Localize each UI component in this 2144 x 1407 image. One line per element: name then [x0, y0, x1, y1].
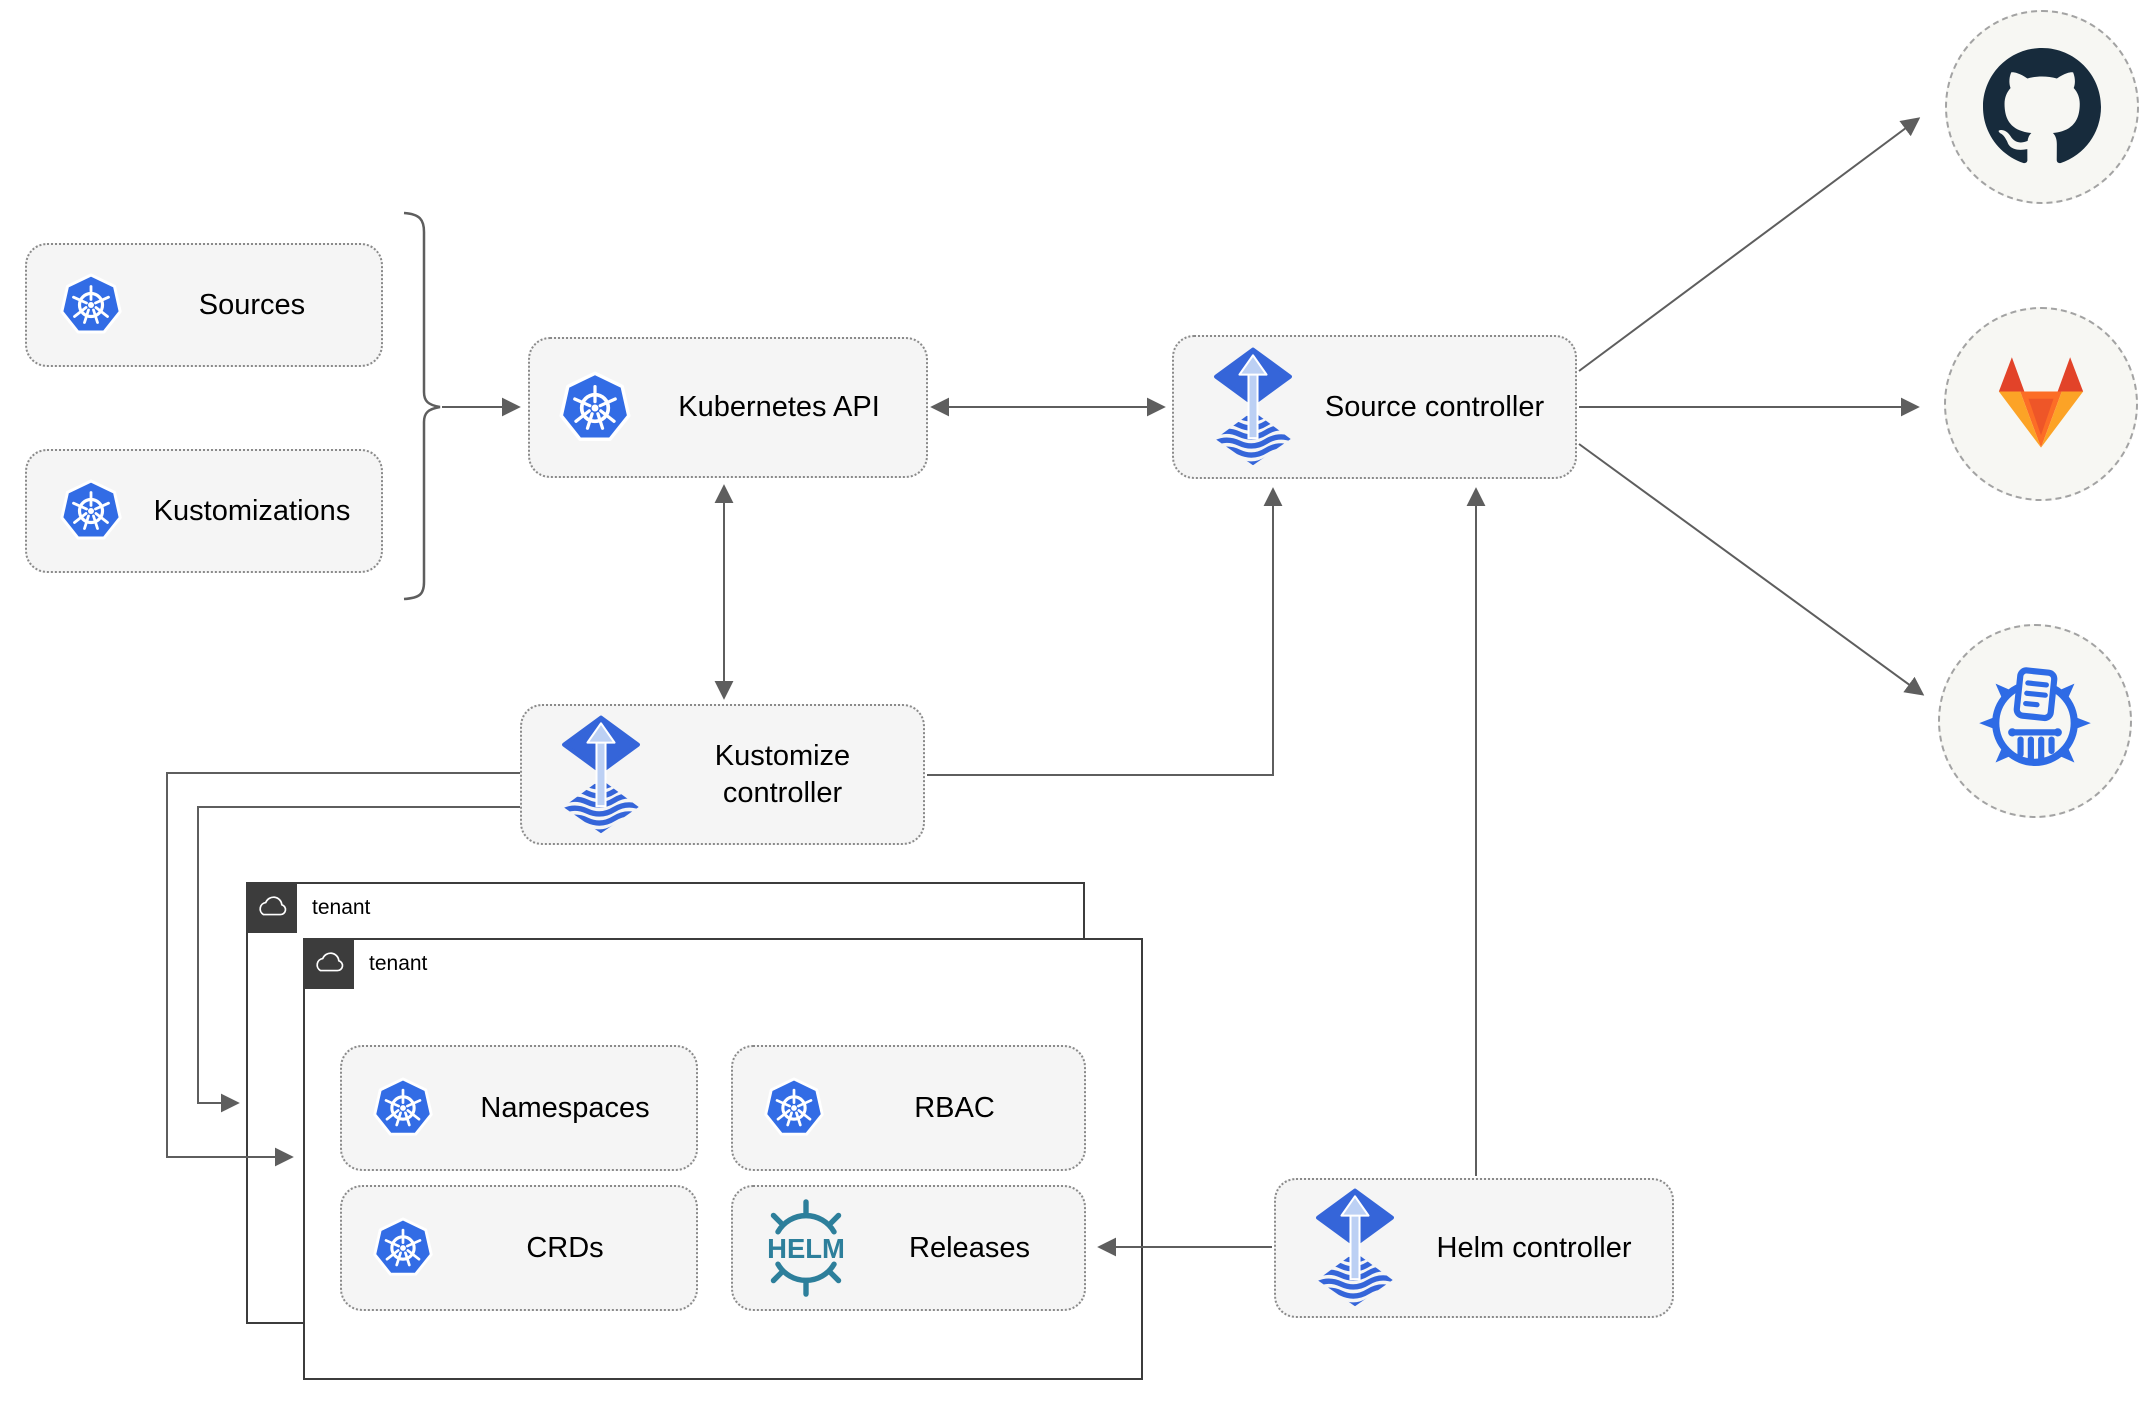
node-label: Releases [909, 1231, 1030, 1264]
flux-icon [560, 715, 642, 835]
flux-icon [1314, 1188, 1396, 1308]
edge-sourcectrl-github [1578, 117, 1921, 372]
node-label: RBAC [914, 1091, 995, 1124]
node-kustomize-controller: Kustomize controller [520, 704, 925, 845]
node-label: Kustomize controller [714, 740, 851, 809]
gitlab-icon [1989, 356, 2093, 452]
node-label: Sources [198, 288, 306, 321]
node-label: CRDs [526, 1231, 604, 1264]
node-sources: Sources [25, 243, 383, 367]
node-kubernetes-api: Kubernetes API [528, 337, 928, 478]
endpoint-gitlab [1944, 307, 2138, 501]
edge-sourcectrl-harbor [1578, 443, 1925, 696]
node-namespaces: Namespaces [340, 1045, 698, 1171]
flux-icon [1212, 347, 1294, 467]
node-label: Source controller [1324, 390, 1545, 423]
node-crds: CRDs [340, 1185, 698, 1311]
kubernetes-icon [763, 1077, 825, 1139]
node-label: Helm controller [1436, 1231, 1632, 1264]
node-source-controller: Source controller [1172, 335, 1577, 479]
group-brace [403, 211, 441, 601]
helm-logo-text: HELM [767, 1233, 845, 1264]
endpoint-github [1945, 10, 2139, 204]
github-icon [1983, 48, 2101, 166]
node-kustomizations: Kustomizations [25, 449, 383, 573]
node-label: Namespaces [480, 1091, 650, 1124]
kubernetes-icon [372, 1077, 434, 1139]
helm-icon: HELM [757, 1199, 855, 1297]
kubernetes-icon [59, 479, 123, 543]
node-label: Kustomizations [153, 494, 351, 527]
node-rbac: RBAC [731, 1045, 1086, 1171]
tenant-front-label: tenant [369, 952, 428, 975]
kubernetes-icon [372, 1217, 434, 1279]
kubernetes-icon [59, 273, 123, 337]
cloud-icon [303, 938, 354, 989]
cloud-icon [246, 882, 297, 933]
node-helm-controller: Helm controller [1274, 1178, 1674, 1318]
tenant-back-label: tenant [312, 896, 371, 919]
kubernetes-icon [558, 371, 632, 445]
edge-kustomizectrl-sourcectrl [927, 487, 1283, 776]
harbor-icon [1973, 659, 2097, 783]
node-releases: HELM Releases [731, 1185, 1086, 1311]
node-label: Kubernetes API [678, 391, 880, 424]
endpoint-harbor [1938, 624, 2132, 818]
